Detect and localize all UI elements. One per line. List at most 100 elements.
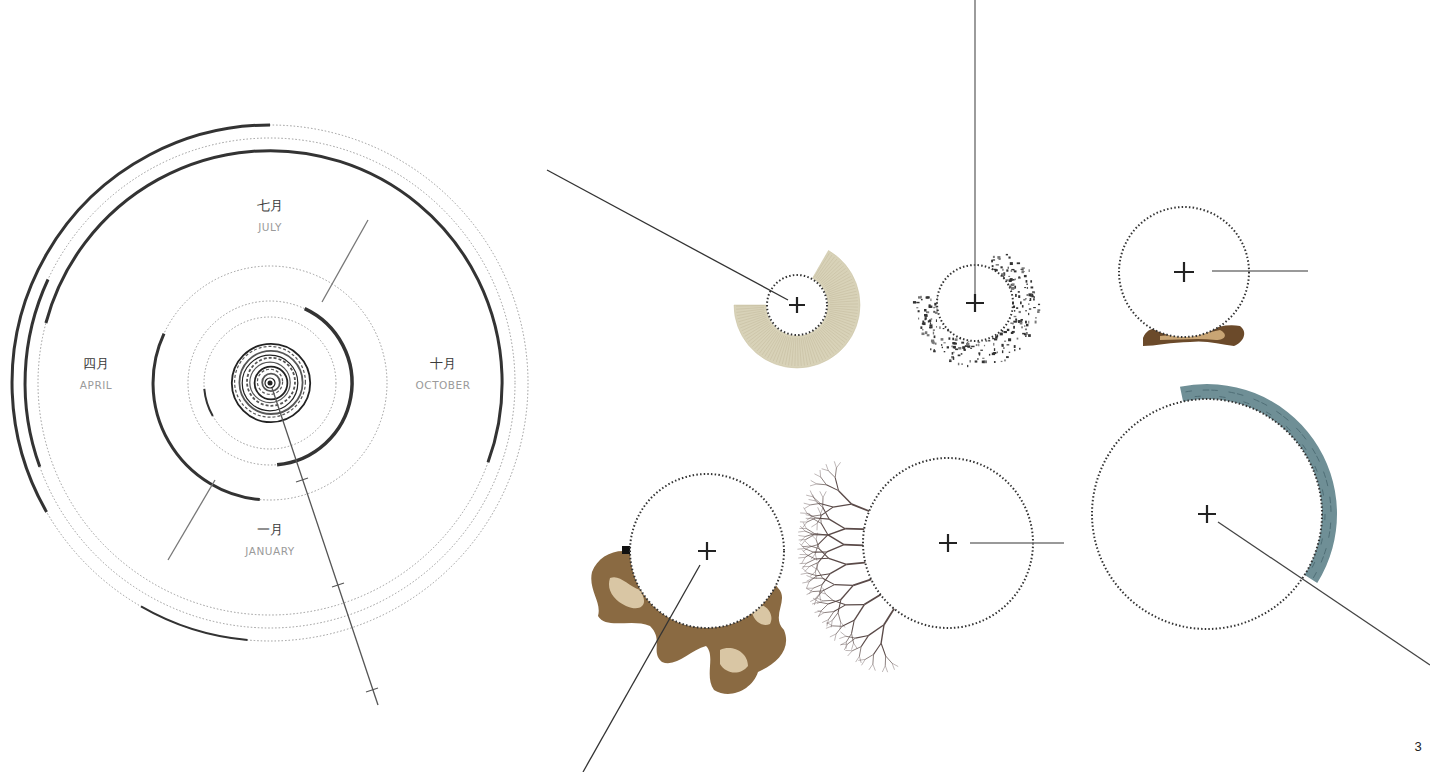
- band-texture: [1261, 403, 1267, 406]
- speckle: [921, 333, 924, 336]
- root: [838, 613, 841, 622]
- month-chinese: 七月: [257, 199, 283, 213]
- speckle: [1011, 287, 1014, 290]
- root: [829, 519, 845, 529]
- speckle: [947, 346, 949, 348]
- speckle: [1028, 321, 1029, 324]
- speckle: [952, 352, 954, 355]
- speckle: [1026, 284, 1028, 285]
- root: [852, 620, 855, 633]
- sector-texture: [829, 294, 857, 299]
- speckle: [1012, 284, 1013, 286]
- speckle: [943, 328, 945, 329]
- sector-texture: [799, 338, 801, 366]
- root: [811, 523, 817, 527]
- speckle: [1017, 307, 1018, 309]
- speckle: [952, 338, 954, 341]
- root: [829, 558, 847, 564]
- speckle: [997, 334, 998, 337]
- band-texture: [1313, 572, 1316, 578]
- root: [886, 656, 892, 663]
- speckle: [944, 351, 946, 352]
- thick-arc: [12, 125, 270, 512]
- speckle: [1014, 270, 1017, 272]
- root: [819, 602, 829, 604]
- root: [802, 563, 806, 568]
- root: [813, 584, 822, 588]
- thick-arc: [277, 309, 352, 465]
- speckle: [1008, 338, 1011, 341]
- speckle: [1025, 329, 1027, 331]
- thick-arc: [204, 389, 213, 416]
- speckle: [926, 296, 929, 298]
- speckle: [1009, 279, 1012, 282]
- speckle: [1001, 361, 1003, 362]
- month-english: JANUARY: [245, 546, 294, 558]
- speckle: [929, 321, 930, 322]
- root: [830, 634, 836, 637]
- sector-texture: [765, 333, 780, 357]
- speckle: [1011, 332, 1014, 334]
- root: [813, 590, 823, 592]
- leader-line: [168, 480, 215, 560]
- root: [840, 632, 845, 636]
- speckle: [1009, 352, 1010, 353]
- speckle: [1017, 262, 1020, 264]
- root: [815, 534, 828, 535]
- sector-texture: [818, 330, 836, 351]
- speckle: [933, 342, 934, 344]
- root: [820, 491, 823, 497]
- speckle: [918, 296, 921, 298]
- speckle: [921, 299, 923, 300]
- speckle: [994, 348, 995, 351]
- root: [835, 584, 854, 586]
- speckle: [953, 357, 955, 360]
- speckle: [933, 329, 935, 331]
- root: [873, 664, 875, 671]
- root: [823, 585, 835, 591]
- circle-fill: [1119, 207, 1249, 337]
- speckle: [1008, 276, 1010, 277]
- sector-texture: [745, 322, 769, 336]
- speckle: [1032, 291, 1035, 292]
- speckle: [1011, 270, 1013, 272]
- root: [827, 545, 844, 552]
- root: [859, 647, 861, 657]
- core-ring: [242, 355, 298, 411]
- root: [834, 461, 836, 468]
- sector-texture: [825, 322, 849, 337]
- sector-texture: [814, 333, 828, 357]
- speckle: [930, 324, 932, 325]
- leader-line: [332, 583, 344, 587]
- root: [809, 576, 817, 582]
- root: [820, 470, 822, 477]
- speckle: [925, 315, 928, 317]
- band-texture: [1312, 448, 1315, 454]
- speckle: [1037, 309, 1040, 310]
- root: [805, 531, 814, 535]
- month-chinese: 十月: [430, 357, 456, 371]
- speckle: [1008, 267, 1009, 269]
- thin-ring: [38, 151, 502, 615]
- root: [839, 491, 852, 504]
- leader-line: [970, 542, 1064, 543]
- sector-texture: [736, 309, 764, 312]
- root: [828, 600, 841, 604]
- speckle: [918, 310, 920, 312]
- speckle: [916, 307, 918, 308]
- root: [800, 563, 807, 564]
- band-texture: [1283, 416, 1288, 420]
- root: [869, 625, 884, 636]
- speckle: [934, 335, 936, 338]
- speckle: [955, 348, 958, 350]
- root: [848, 638, 856, 644]
- speckle: [970, 348, 972, 349]
- core-ring: [262, 374, 280, 392]
- speckle: [1031, 295, 1034, 297]
- root: [818, 535, 828, 545]
- speckle: [933, 311, 934, 313]
- month-chinese: 四月: [83, 357, 109, 371]
- root: [816, 523, 817, 530]
- speckle: [1034, 296, 1035, 298]
